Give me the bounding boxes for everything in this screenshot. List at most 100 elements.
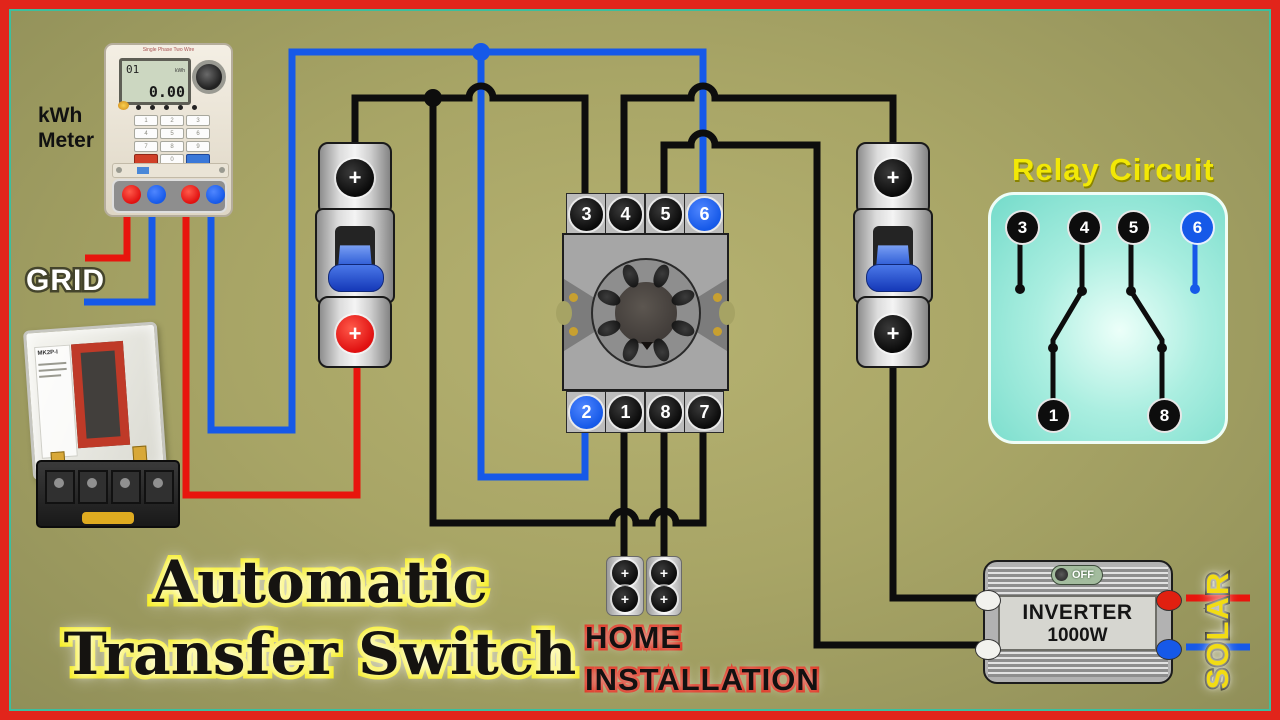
meter-display-mode: 01 [126,63,140,76]
wire-grid-neutral-stub [84,194,156,306]
main-title: Automatic Transfer Switch [55,544,585,693]
breaker-right-top-cap [856,142,930,216]
inverter-switch-label: OFF [1072,569,1094,581]
wire-meter-to-breaker-left [182,194,361,499]
home-terminal: + [612,586,638,612]
breaker-right-toggle-handle [866,264,922,292]
relay-contact-dot-8 [1157,343,1167,353]
breaker-left-terminal-bottom: + [336,315,374,353]
meter-led [178,105,183,110]
relay-contact-dot-6 [1190,284,1200,294]
relay-model-text: MK2P-I [37,349,59,357]
socket-body [556,233,735,391]
relay-contact-dot-3 [1015,284,1025,294]
socket-ring-outer [591,258,701,368]
kwh-meter-label-line1: kWh [38,104,83,127]
home-label-line1: HOME [583,618,684,658]
socket-screw-terminal [144,470,174,504]
inverter-dc-terminal-2 [975,639,1001,660]
relay-socket-base [36,460,180,528]
screw-icon [219,167,225,173]
relay-line-node4-pole1 [1050,239,1085,403]
home-terminal: + [612,560,638,586]
wire-terminal4-to-breaker-right [620,82,897,208]
wire-neutral-main [207,48,707,434]
meter-optical-port [192,60,226,94]
kwh-meter-label: kWh Meter [38,103,94,153]
relay-contact-dot-5 [1126,286,1136,296]
socket-screw-gold [713,327,722,336]
meter-seal-chip [137,167,149,174]
socket-notch-right [719,301,735,325]
screw-icon [116,167,122,173]
junction-dot-blue [472,43,490,61]
meter-terminal-neutral-out [206,185,225,204]
meter-terminal-neutral-in [147,185,166,204]
socket-terminal-3: 3 [568,196,605,233]
breaker-right-terminal-top: + [874,159,912,197]
meter-led [150,105,155,110]
meter-logo [118,101,129,110]
meter-lcd: 01 kWh 0.00 [119,58,191,105]
inverter-label-panel: INVERTER 1000W [998,595,1157,651]
relay-label-line [38,361,67,366]
socket-terminal-2: 2 [568,394,605,431]
relay-coil-frame [71,340,131,449]
socket-terminal-7: 7 [686,394,723,431]
relay-label-line [38,367,67,372]
meter-led [164,105,169,110]
meter-key: 1 [134,115,158,126]
breaker-right: + + [853,142,933,368]
socket-terminal-6: 6 [686,196,723,233]
breaker-left-terminal-top: + [336,159,374,197]
socket-pin-hole [669,317,697,340]
meter-terminal-strip [112,179,227,213]
main-title-line2: Transfer Switch [59,616,581,693]
breaker-right-terminal-bottom: + [874,315,912,353]
relay-node-6: 6 [1180,210,1215,245]
meter-key: 9 [186,141,210,152]
inverter-out-live [1156,590,1182,611]
meter-led [192,105,197,110]
relay-contact-dot-1 [1048,343,1058,353]
wire-junction-to-terminal7 [429,98,707,527]
meter-display-value: 0.00 [148,83,185,101]
socket-ring-inner [615,282,677,344]
wire-neutral-branch-terminal2 [477,52,589,481]
relay-node-5: 5 [1116,210,1151,245]
wire-breaker-left-to-terminal3 [351,82,589,208]
junction-dot-black [424,89,442,107]
relay-circuit-title: Relay Circuit [1012,152,1215,187]
socket-screw-gold [713,293,722,302]
inverter: OFF INVERTER 1000W [975,560,1182,684]
relay-node-4: 4 [1067,210,1102,245]
kwh-meter: Single Phase Two Wire 01 kWh 0.00 1 2 3 … [104,43,233,217]
inverter-out-neutral [1156,639,1182,660]
meter-header: Single Phase Two Wire [142,47,195,53]
socket-screw-gold [569,293,578,302]
home-label-line2: INSTALLATION [583,660,822,700]
home-terminal-block-left: + + [606,556,644,616]
breaker-left: + + [315,142,395,368]
meter-lower-panel [112,163,229,178]
relay-contact-dot-4 [1077,286,1087,296]
inverter-dc-terminal-1 [975,590,1001,611]
wire-breaker-right-to-inverter [889,336,985,602]
meter-led-row [136,105,206,111]
relay-socket: 3 4 5 6 [556,191,735,433]
socket-terminal-4: 4 [607,196,644,233]
meter-key: 2 [160,115,184,126]
socket-screw-gold [569,327,578,336]
meter-terminal-live-out [181,185,200,204]
kwh-meter-label-line2: Meter [38,129,95,152]
meter-display-unit: kWh [175,68,185,74]
meter-led [136,105,141,110]
relay-cube: MK2P-I [22,321,168,481]
grid-label: GRID [24,262,107,300]
socket-key-notch [641,342,653,350]
solar-label: SOLAR [1198,569,1237,692]
inverter-power: 1000W [1047,624,1108,646]
meter-keypad: 1 2 3 4 5 6 7 8 9 0 [134,115,210,165]
